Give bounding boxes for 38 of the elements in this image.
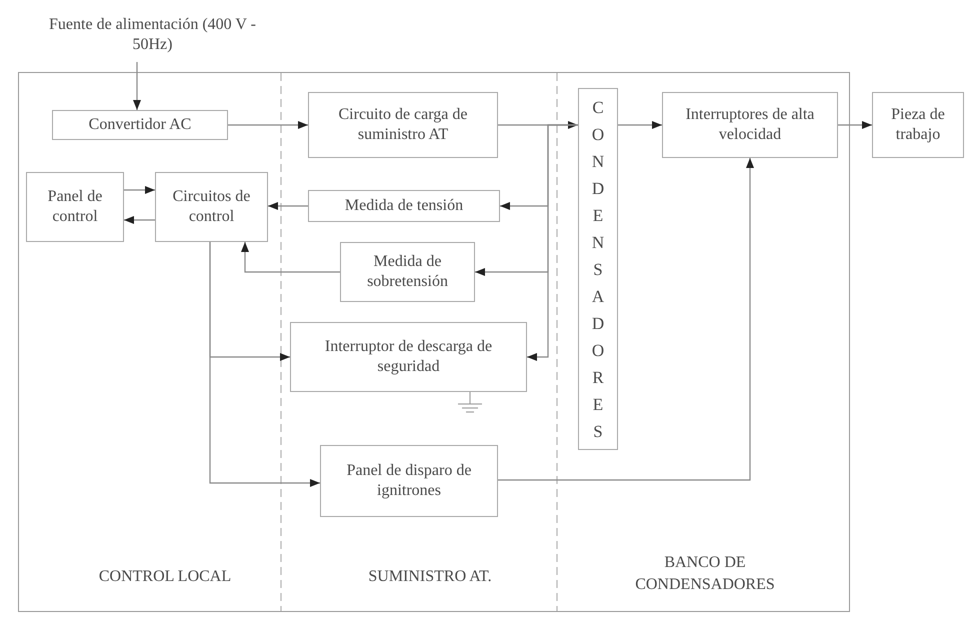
node-text: Interruptor de descarga de seguridad xyxy=(324,337,494,377)
node-text: Convertidor AC xyxy=(88,115,192,135)
process-box xyxy=(26,172,124,242)
arrow xyxy=(527,124,578,361)
arrow xyxy=(618,121,662,129)
process-box xyxy=(662,92,838,158)
node-text: Fuente de alimentación (400 V - 50Hz) xyxy=(48,15,257,55)
node-text: Panel de disparo de ignitrones xyxy=(346,461,472,501)
arrow xyxy=(241,242,340,273)
process-box xyxy=(155,172,268,242)
process-box xyxy=(308,92,498,158)
capacitor-bank-box xyxy=(578,88,618,450)
process-box xyxy=(320,445,498,517)
process-box xyxy=(52,110,228,140)
arrow xyxy=(498,121,578,129)
node-text: Panel de control xyxy=(46,187,104,227)
process-box xyxy=(872,92,964,158)
arrow xyxy=(133,62,141,110)
process-box xyxy=(290,322,527,392)
node-text: Pieza de trabajo xyxy=(890,105,946,145)
node-text: Circuitos de control xyxy=(172,187,252,227)
zone-label: BANCO DE CONDENSADORES xyxy=(634,553,776,595)
zone-label: SUMINISTRO AT. xyxy=(367,567,493,587)
arrow xyxy=(124,216,155,224)
zone-label: CONTROL LOCAL xyxy=(98,567,232,587)
node-text: Medida de tensión xyxy=(344,196,464,216)
node-text: Medida de sobretensión xyxy=(366,252,449,292)
process-box xyxy=(308,190,500,222)
node-text: Interruptores de alta velocidad xyxy=(684,105,816,145)
arrow xyxy=(209,242,320,487)
arrow xyxy=(498,158,754,481)
node-text: Circuito de carga de suministro AT xyxy=(338,105,468,145)
vertical-text: CONDENSADORES xyxy=(590,96,606,442)
arrow xyxy=(268,202,308,210)
arrow xyxy=(124,186,155,194)
arrow xyxy=(838,121,872,129)
arrow xyxy=(228,121,308,129)
process-box xyxy=(340,242,475,302)
